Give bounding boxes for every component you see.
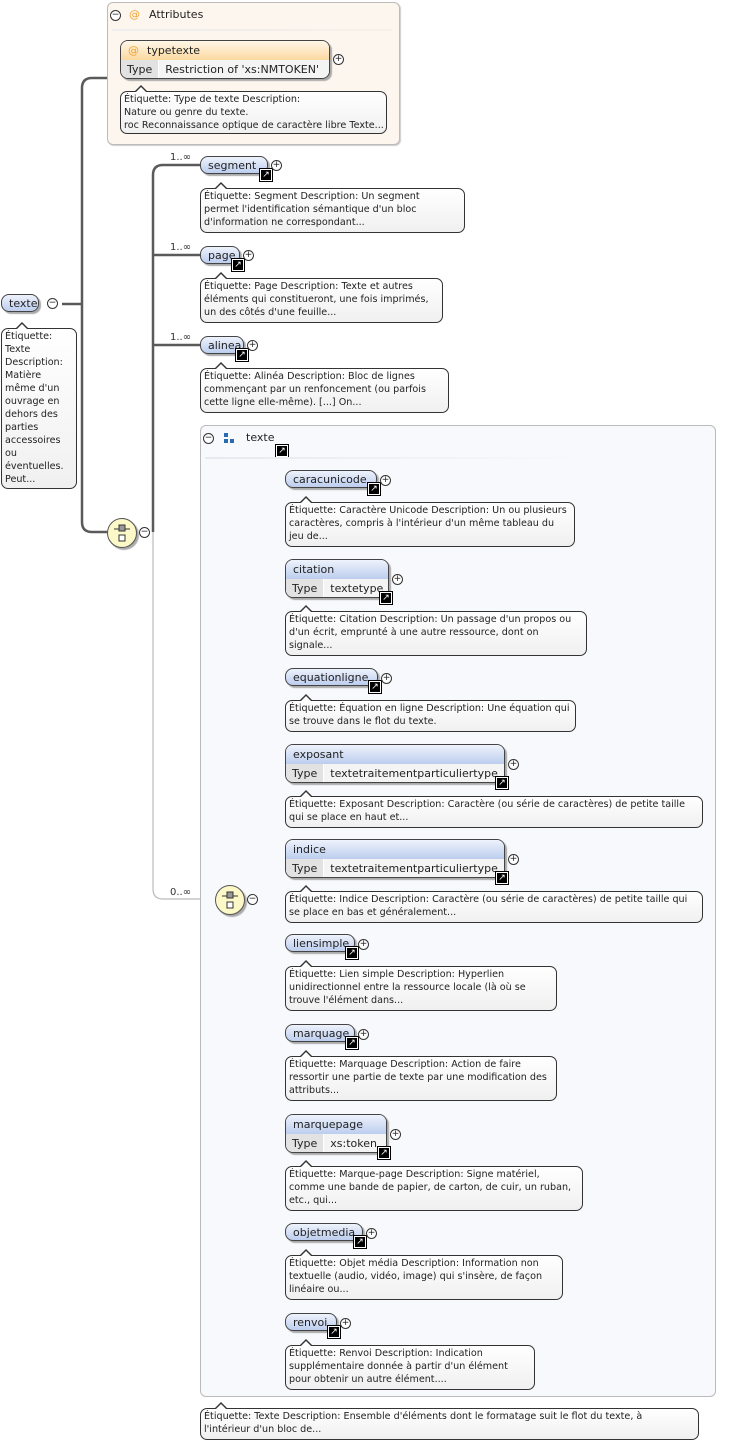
expand-icon[interactable]: + <box>380 474 391 486</box>
attribute-note: Étiquette: Type de texte Description: Na… <box>120 85 387 134</box>
element-page[interactable]: page <box>200 246 240 264</box>
attribute-icon: @ <box>128 44 139 57</box>
element-renvoi[interactable]: renvoi <box>285 1313 337 1331</box>
reference-arrow-icon[interactable]: ↗ <box>231 258 245 272</box>
root-element-texte[interactable]: texte <box>1 294 39 312</box>
reference-arrow-icon[interactable]: ↗ <box>495 776 509 790</box>
element-name: indice <box>286 840 504 859</box>
expand-icon[interactable]: + <box>243 250 254 261</box>
expand-icon[interactable]: + <box>358 938 369 950</box>
cardinality: 1..∞ <box>170 152 192 163</box>
element-note: Étiquette: Segment Description: Un segme… <box>200 182 465 233</box>
expand-icon[interactable]: + <box>508 758 519 770</box>
element-note: Étiquette: Caractère Unicode Description… <box>285 496 575 547</box>
reference-arrow-icon[interactable]: ↗ <box>345 946 359 960</box>
expand-icon[interactable]: + <box>271 160 282 171</box>
inner-sequence-icon[interactable] <box>215 885 245 915</box>
expand-icon[interactable]: + <box>366 1227 377 1239</box>
element-name: marquepage <box>286 1115 386 1134</box>
expand-icon[interactable]: + <box>381 672 392 684</box>
reference-arrow-icon[interactable]: ↗ <box>327 1325 341 1339</box>
group-cardinality: 0..∞ <box>170 887 192 898</box>
element-liensimple[interactable]: liensimple <box>285 934 355 952</box>
expand-icon[interactable]: + <box>392 573 403 585</box>
type-value: textetraitementparticuliertype <box>324 859 504 877</box>
element-note: Étiquette: Citation Description: Un pass… <box>285 605 587 656</box>
reference-arrow-icon[interactable]: ↗ <box>495 871 509 885</box>
reference-arrow-icon[interactable]: ↗ <box>345 1036 359 1050</box>
expand-icon[interactable]: + <box>247 340 258 351</box>
element-alinea[interactable]: alinea <box>200 336 244 354</box>
element-segment[interactable]: segment <box>200 156 268 174</box>
group-note: Étiquette: Texte Description: Ensemble d… <box>200 1402 699 1440</box>
element-note: Étiquette: Marquage Description: Action … <box>285 1050 557 1101</box>
expand-icon[interactable]: + <box>390 1128 401 1140</box>
reference-arrow-icon[interactable]: ↗ <box>379 591 393 605</box>
collapse-root-icon[interactable]: − <box>47 298 58 309</box>
type-label: Type <box>286 859 325 877</box>
sequence-icon[interactable] <box>107 518 137 548</box>
element-caracunicode[interactable]: caracunicode <box>285 470 377 488</box>
type-label: Type <box>286 1134 325 1152</box>
type-value: xs:token <box>324 1134 386 1152</box>
type-label: Type <box>286 764 325 782</box>
attributes-separator <box>112 29 392 31</box>
attributes-header: Attributes <box>149 8 204 21</box>
element-note: Étiquette: Alinéa Description: Bloc de l… <box>200 362 449 413</box>
collapse-attributes-icon[interactable]: − <box>110 10 121 21</box>
expand-icon[interactable]: + <box>358 1028 369 1040</box>
expand-icon[interactable]: + <box>333 54 344 65</box>
collapse-inner-sequence-icon[interactable]: − <box>247 894 258 905</box>
element-note: Étiquette: Page Description: Texte et au… <box>200 272 443 323</box>
type-label: Type <box>286 579 325 597</box>
element-marquage[interactable]: marquage <box>285 1024 355 1042</box>
expand-icon[interactable]: + <box>508 853 519 865</box>
reference-arrow-icon[interactable]: ↗ <box>353 1235 367 1249</box>
expand-icon[interactable]: + <box>340 1317 351 1329</box>
attribute-icon: @ <box>129 8 140 21</box>
element-note: Étiquette: Équation en ligne Description… <box>285 694 576 732</box>
type-value: textetraitementparticuliertype <box>324 764 504 782</box>
group-name: texte <box>246 431 275 444</box>
attribute-name: typetexte <box>147 44 201 57</box>
element-note: Étiquette: Exposant Description: Caractè… <box>285 790 703 828</box>
reference-arrow-icon[interactable]: ↗ <box>377 1146 391 1160</box>
element-name: citation <box>286 560 388 579</box>
type-value: Restriction of 'xs:NMTOKEN' <box>159 60 329 78</box>
reference-arrow-icon[interactable]: ↗ <box>259 168 273 182</box>
cardinality: 1..∞ <box>170 332 192 343</box>
reference-arrow-icon[interactable]: ↗ <box>275 444 289 458</box>
collapse-sequence-icon[interactable]: − <box>139 527 150 538</box>
element-note: Étiquette: Renvoi Description: Indicatio… <box>285 1339 535 1390</box>
element-note: Étiquette: Indice Description: Caractère… <box>285 885 703 923</box>
reference-arrow-icon[interactable]: ↗ <box>367 482 381 496</box>
element-note: Étiquette: Objet média Description: Info… <box>285 1249 563 1300</box>
element-note: Étiquette: Marque-page Description: Sign… <box>285 1160 583 1211</box>
reference-arrow-icon[interactable]: ↗ <box>368 680 382 694</box>
group-separator <box>205 457 585 459</box>
reference-arrow-icon[interactable]: ↗ <box>235 348 249 362</box>
collapse-group-icon[interactable]: − <box>203 433 214 444</box>
type-value: textetype <box>324 579 388 597</box>
cardinality: 1..∞ <box>170 242 192 253</box>
element-name: exposant <box>286 745 504 764</box>
type-label: Type <box>121 60 160 78</box>
element-equationligne[interactable]: equationligne <box>285 668 378 686</box>
element-note: Étiquette: Lien simple Description: Hype… <box>285 960 557 1011</box>
group-icon <box>224 433 234 443</box>
root-note: Étiquette: Texte Description: Matière mê… <box>1 322 77 489</box>
element-objetmedia[interactable]: objetmedia <box>285 1223 363 1241</box>
